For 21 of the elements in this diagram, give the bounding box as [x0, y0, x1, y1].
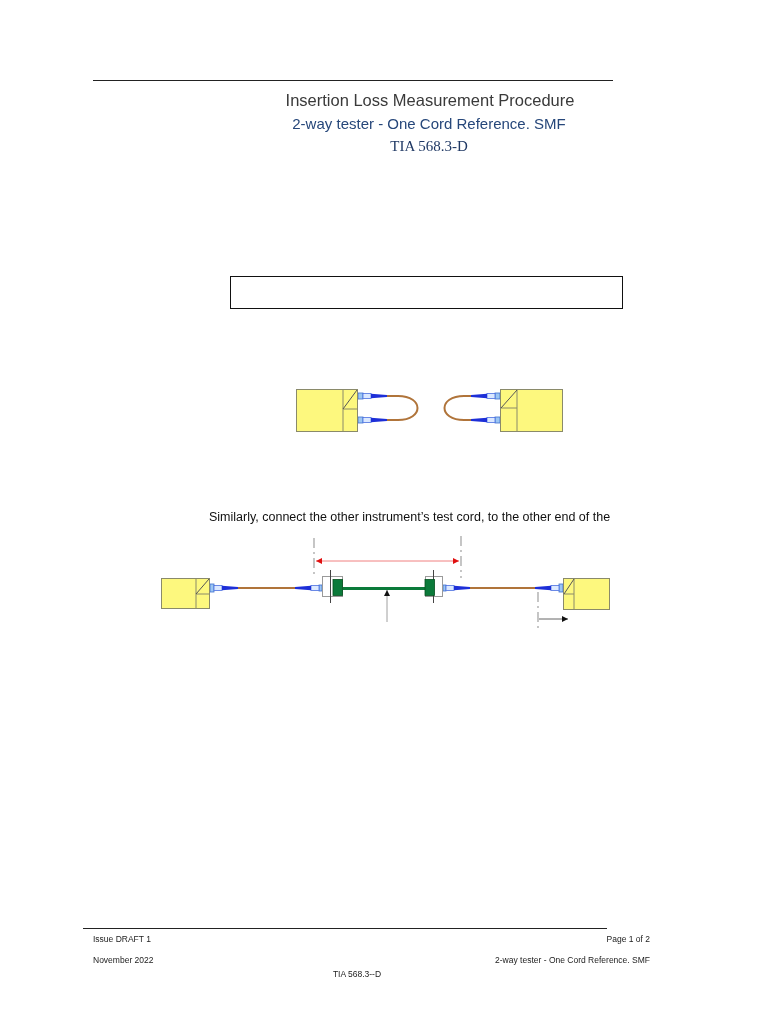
test-cord [442, 583, 564, 593]
subtitle: 2-way tester - One Cord Reference. SMF [292, 115, 566, 133]
page-number: Page 1 of 2 [606, 935, 650, 945]
footer-reference: TIA 568.3--D [332, 970, 382, 980]
test-cord [209, 583, 323, 593]
tester-drawing [296, 389, 358, 432]
issue-note: Issue DRAFT 1 [93, 935, 151, 945]
instruction-text: Similarly, connect the other instrument’s test cord, to the other end of the [209, 510, 611, 525]
tester-drawing [500, 389, 563, 432]
standard-reference: TIA 568.3-D [390, 138, 468, 156]
test-cord [443, 392, 501, 424]
leader-line [384, 589, 390, 623]
link-cable [342, 586, 425, 590]
tester-drawing [563, 578, 610, 610]
adapter-drawing [322, 570, 343, 603]
date: November 2022 [93, 956, 154, 966]
test-cord [357, 392, 419, 424]
footer-title: 2-way tester - One Cord Reference. SMF [495, 956, 650, 966]
tester-drawing [161, 578, 210, 609]
document-title: Insertion Loss Measurement Procedure [285, 91, 575, 110]
adapter-drawing [425, 570, 443, 603]
